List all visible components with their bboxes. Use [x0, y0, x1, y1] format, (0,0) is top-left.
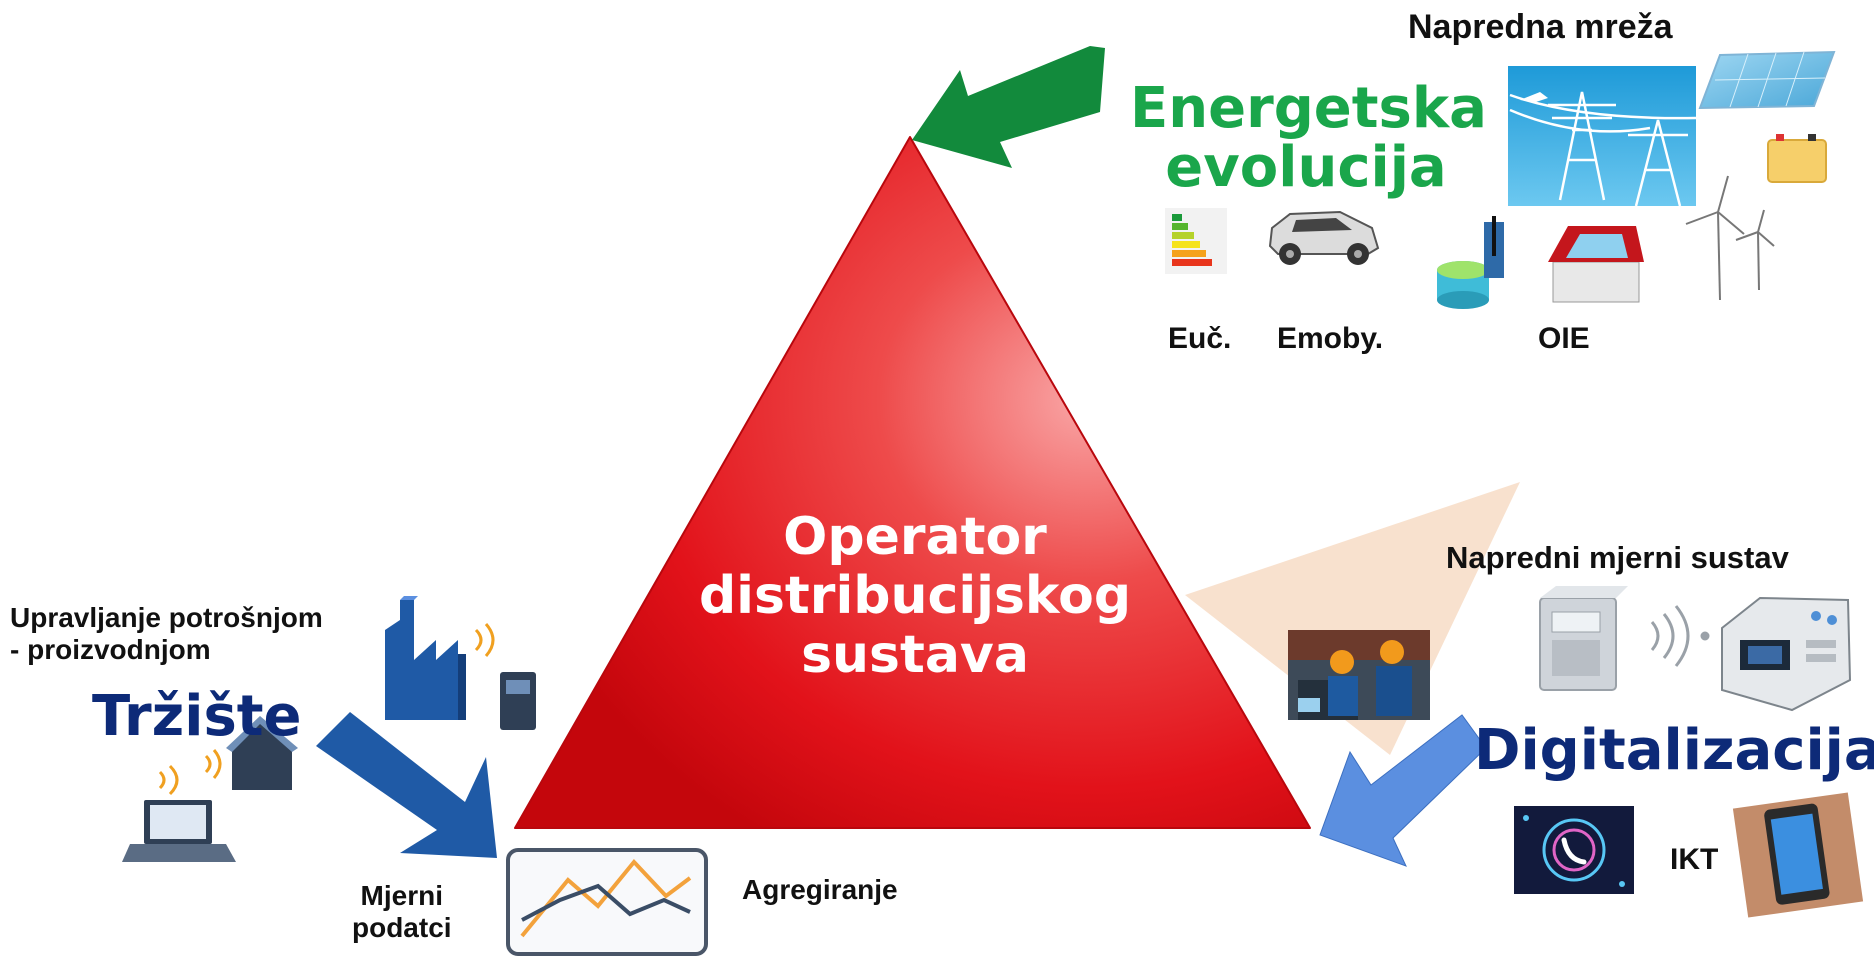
emoby-label: Emoby.	[1277, 322, 1384, 355]
center-title: Operator distribucijskog sustava	[655, 508, 1175, 684]
electric-car-icon	[1268, 210, 1380, 265]
smartphone-icon	[1732, 792, 1864, 918]
ikt-label: IKT	[1670, 843, 1719, 876]
euc-label: Euč.	[1168, 322, 1232, 355]
green-arrow	[912, 46, 1105, 168]
demand-management-label: Upravljanje potrošnjom - proizvodnjom	[10, 602, 323, 666]
center-title-line3: sustava	[801, 624, 1029, 685]
energy-title: Energetska evolucija	[1130, 76, 1487, 200]
center-title-line2: distribucijskog	[698, 565, 1132, 626]
blue-arrow	[316, 712, 497, 858]
energy-label-icon	[1165, 208, 1227, 274]
demand-line2: - proizvodnjom	[10, 634, 211, 666]
battery-icon	[1767, 134, 1827, 183]
demand-line1: Upravljanje potrošnjom	[10, 602, 323, 633]
metering-data-line2: podatci	[352, 912, 452, 944]
house-icon	[204, 716, 298, 790]
metering-data-label: Mjerni podatci	[352, 880, 452, 944]
digital-title: Digitalizacija	[1474, 718, 1874, 783]
storage-tank-icon	[1437, 216, 1504, 309]
smart-meter-icon	[1539, 586, 1628, 691]
market-title: Tržište	[92, 684, 302, 749]
workers-photo	[1288, 630, 1430, 720]
energy-title-line1: Energetska	[1130, 76, 1487, 141]
metering-system-label: Napredni mjerni sustav	[1446, 540, 1789, 575]
center-title-line1: Operator	[783, 507, 1047, 567]
laptop-icon	[122, 764, 236, 862]
oie-label: OIE	[1538, 322, 1590, 355]
wind-turbine-icon	[1685, 175, 1775, 301]
metering-data-line1: Mjerni	[360, 880, 444, 911]
pylon-icon	[1508, 66, 1697, 207]
chart-icon	[506, 848, 708, 956]
peach-wedge	[1185, 482, 1520, 755]
solar-panel-icon	[1698, 50, 1836, 110]
aggregation-label: Agregiranje	[742, 874, 898, 905]
factory-icon	[385, 596, 536, 730]
smart-grid-label: Napredna mreža	[1408, 8, 1673, 46]
main-triangle	[514, 136, 1311, 829]
solar-roof-house-icon	[1548, 226, 1644, 303]
signal-waves-icon	[1650, 605, 1710, 667]
energy-title-line2: evolucija	[1165, 134, 1447, 200]
data-concentrator-icon	[1721, 596, 1852, 712]
lightblue-arrow	[1319, 714, 1487, 867]
phone-ict-icon	[1514, 806, 1634, 894]
